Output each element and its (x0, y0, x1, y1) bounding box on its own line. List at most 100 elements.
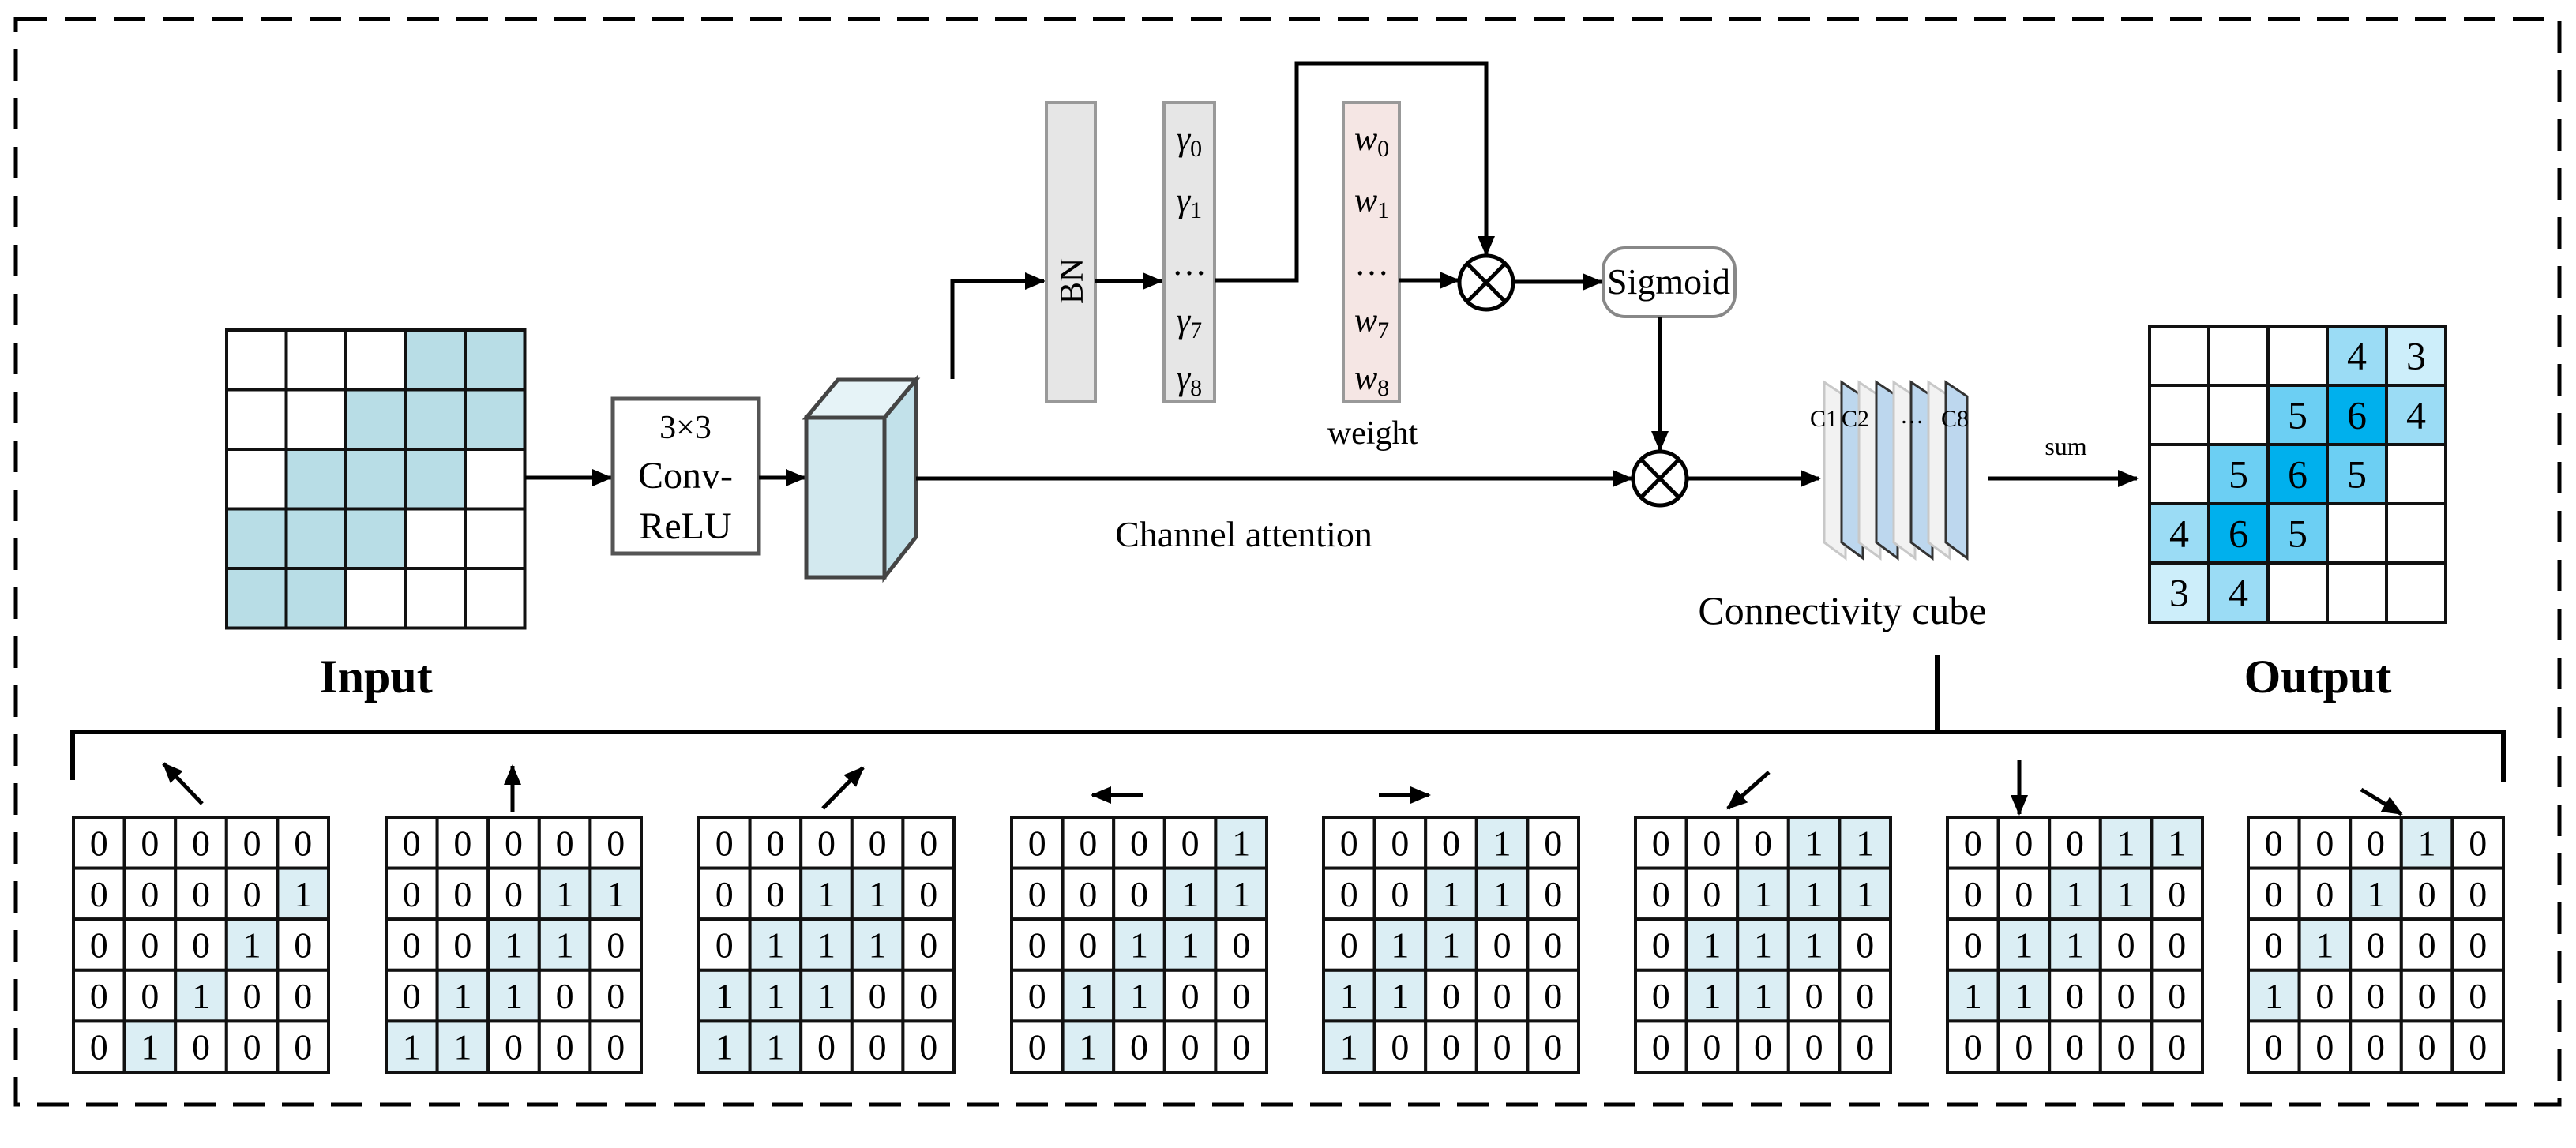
direction-cell-value: 0 (1544, 823, 1562, 863)
weight-item: w7 (1354, 301, 1389, 343)
direction-cell (1214, 866, 1269, 921)
conv-label: Conv- (638, 455, 733, 497)
direction-cell (2450, 1019, 2505, 1075)
direction-cell (1372, 1019, 1428, 1075)
connectivity-cube (1823, 380, 1969, 561)
gamma-item: γ1 (1177, 181, 1202, 223)
direction-cell-value: 1 (715, 1027, 734, 1067)
direction-cell-value: 1 (1232, 823, 1250, 863)
direction-cell (224, 917, 280, 972)
direction-cell-value: 0 (1544, 1027, 1562, 1067)
input-cell (284, 507, 347, 570)
input-cell (464, 388, 527, 451)
outer-dashed-border (13, 17, 2562, 1107)
direction-cell-value: 1 (766, 925, 784, 966)
direction-cell-value: 0 (141, 823, 159, 863)
cube-label: Connectivity cube (1698, 588, 1986, 632)
direction-cell-value: 1 (2168, 823, 2186, 863)
direction-cell (276, 1019, 330, 1075)
direction-cell-value: 0 (2265, 1027, 2283, 1067)
direction-cell-value: 1 (453, 1027, 471, 1067)
direction-cell-value: 1 (453, 976, 471, 1016)
direction-cell (1322, 968, 1376, 1023)
direction-cell (1010, 1019, 1065, 1075)
direction-cell-value: 0 (2315, 976, 2334, 1016)
direction-cell (588, 968, 644, 1023)
direction-cell-value: 0 (453, 823, 471, 863)
direction-cell-value: 0 (2066, 823, 2084, 863)
cube-channel-c1: C1 (1810, 406, 1838, 432)
direction-cell-value: 0 (1442, 976, 1460, 1016)
direction-cell-value: 0 (403, 874, 421, 914)
direction-cell-value: 1 (1181, 925, 1200, 966)
output-cell-value: 4 (2169, 512, 2189, 556)
cube-channel-dots: … (1900, 403, 1924, 429)
direction-cell-value: 0 (919, 874, 937, 914)
direction-cell-value: 0 (1652, 823, 1670, 863)
direction-cell-value: 1 (1130, 925, 1148, 966)
input-label: Input (319, 651, 432, 703)
output-cell (2326, 561, 2388, 624)
direction-cell-value: 0 (1340, 874, 1358, 914)
direction-cell-value: 1 (192, 976, 210, 1016)
direction-cell-value: 1 (505, 925, 523, 966)
bn-block: BN (1045, 101, 1097, 403)
direction-cell (2349, 1019, 2403, 1075)
direction-cell-value: 1 (766, 1027, 784, 1067)
direction-cell-value: 0 (2418, 976, 2436, 1016)
direction-cell (276, 968, 330, 1023)
direction-cell-value: 0 (141, 874, 159, 914)
direction-cell-value: 0 (141, 925, 159, 966)
direction-cell-value: 1 (243, 925, 261, 966)
gamma-item: γ7 (1177, 301, 1202, 343)
direction-cell-value: 0 (1703, 874, 1721, 914)
direction-cell-value: 0 (90, 976, 108, 1016)
input-cell (284, 388, 347, 451)
direction-cell-value: 0 (403, 823, 421, 863)
input-cell (225, 507, 288, 570)
input-cell (404, 507, 467, 570)
direction-cell-value: 0 (192, 1027, 210, 1067)
gamma-item: γ0 (1177, 119, 1202, 162)
weight-label: weight (1327, 415, 1418, 452)
direction-cell-value: 0 (2367, 976, 2385, 1016)
direction-cell (1061, 1019, 1116, 1075)
sigmoid-block: Sigmoid (1602, 246, 1737, 318)
direction-cell-value: 0 (1442, 1027, 1460, 1067)
direction-cell (1736, 968, 1790, 1023)
direction-cell-value: 1 (1442, 925, 1460, 966)
direction-cell-value: 0 (2418, 874, 2436, 914)
direction-cell (799, 866, 854, 921)
direction-cell-value: 0 (90, 823, 108, 863)
input-cell (404, 567, 467, 630)
direction-cell-value: 1 (1493, 874, 1511, 914)
direction-cell-value: 1 (869, 874, 887, 914)
direction-cell-value: 0 (2117, 925, 2135, 966)
direction-cell (1946, 816, 2000, 870)
direction-cell-value: 0 (2367, 925, 2385, 966)
direction-cell (276, 866, 330, 921)
direction-cell (1946, 968, 2000, 1023)
direction-cell (2150, 816, 2204, 870)
input-cell (344, 328, 407, 392)
direction-cell (537, 968, 592, 1023)
direction-cell-value: 1 (1391, 925, 1409, 966)
direction-cell-value: 0 (606, 823, 625, 863)
channel-attention-label: Channel attention (1115, 514, 1372, 554)
direction-cell (2297, 968, 2353, 1023)
direction-cell-value: 0 (1964, 874, 1982, 914)
output-cell-value: 5 (2347, 452, 2367, 497)
arrow-feature-to-bn (950, 272, 1046, 379)
direction-cell (1786, 917, 1842, 972)
direction-cell-value: 0 (1232, 976, 1250, 1016)
direction-cell-value: 0 (453, 874, 471, 914)
direction-cell (1946, 866, 2000, 921)
input-cell (225, 448, 288, 511)
output-cell-value: 5 (2288, 393, 2308, 437)
output-cell-value: 3 (2169, 571, 2189, 615)
direction-cell-value: 1 (715, 976, 734, 1016)
direction-cell-value: 0 (1652, 976, 1670, 1016)
direction-cell-value: 0 (2418, 1027, 2436, 1067)
direction-cell-value: 0 (1130, 823, 1148, 863)
